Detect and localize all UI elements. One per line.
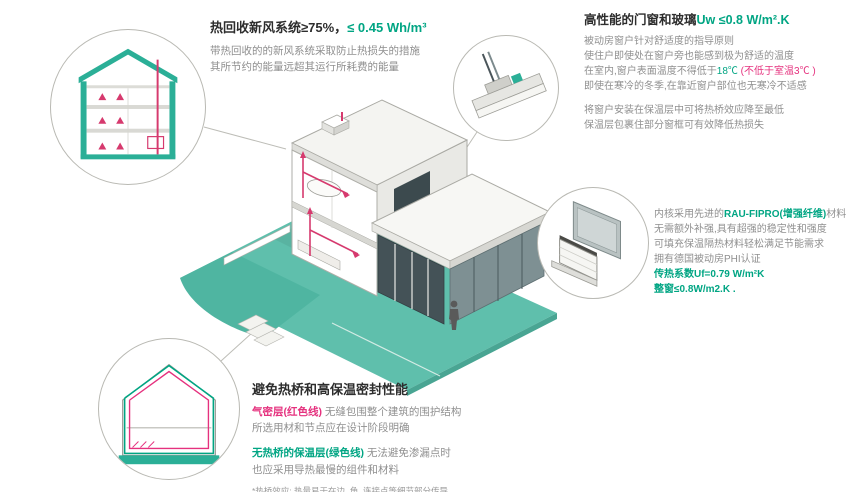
thermal-bridge-callout (98, 338, 240, 480)
house-isometric-illustration (180, 99, 557, 396)
heat-recovery-line2: 其所节约的能量远超其运行所耗费的能量 (210, 61, 399, 74)
frame-profile-line1-b: 材料 (826, 209, 847, 220)
insulation-layer-label: 无热桥的保温层(绿色线) (252, 447, 364, 460)
windows-text-block: 高性能的门窗和玻璃Uw ≤0.8 W/m².K 被动房窗户针对舒适度的指导原则 … (584, 12, 862, 133)
frame-profile-line1: 内核采用先进的RAU-FIPRO(增强纤维)材料 (654, 207, 865, 222)
frame-profile-callout (537, 187, 649, 299)
heat-recovery-illustration (78, 48, 178, 160)
glazed-block (370, 173, 552, 325)
windows-line4: 即使在寒冷的冬季,在靠近窗户部位也无寒冷不适感 (584, 81, 807, 93)
thermal-footnote: *热桥效应: 热量易于在边, 角, 连接点等细节部分传导 (252, 485, 448, 492)
person-figure (449, 300, 459, 330)
garden-steps (237, 314, 285, 347)
airflow-arrows (98, 93, 125, 150)
airtight-layer-label: 气密层(红色线) (252, 405, 322, 418)
kitchen-counter (297, 239, 341, 271)
windows-title-black: 高性能的门窗和玻璃 (584, 13, 697, 27)
thermal-p2-line2: 也应采用导热最慢的组件和材料 (252, 463, 399, 476)
frame-profile-line1-a: 内核采用先进的 (654, 209, 724, 220)
windows-line1: 被动房窗户针对舒适度的指导原则 (584, 36, 734, 48)
window-corner-callout (453, 35, 559, 141)
thermal-p2-line1: 无热桥的保温层(绿色线) 无法避免渗漏点时 (252, 445, 592, 461)
windows-title: 高性能的门窗和玻璃Uw ≤0.8 W/m².K (584, 12, 862, 28)
heat-recovery-title-black: 热回收新风系统≥75%， (210, 20, 348, 35)
heat-recovery-title-green: ≤ 0.45 Wh/m³ (347, 20, 427, 35)
thermal-bridge-text-block: 避免热桥和高保温密封性能 气密层(红色线) 无缝包围整个建筑的围护结构 所选用材… (252, 382, 592, 492)
thermal-p1-line2: 所选用材和节点应在设计阶段明确 (252, 422, 410, 435)
frame-profile-uvalue2: 整窗≤0.8W/m2.K . (654, 284, 736, 295)
windows-line3-gray: 在室内,窗户表面温度不得低于 (584, 66, 717, 78)
bathtub (306, 179, 342, 197)
heat-recovery-text-block: 热回收新风系统≥75%，≤ 0.45 Wh/m³ 带热回收的的新风系统采取防止热… (210, 20, 555, 75)
upper-window (394, 171, 430, 218)
thermal-bridge-body: 气密层(红色线) 无缝包围整个建筑的围护结构 所选用材和节点应在设计阶段明确 无… (252, 404, 592, 492)
frame-profile-line2: 无需额外补强,具有超强的稳定性和强度 (654, 224, 827, 235)
frame-profile-line3: 可填充保温隔热材料轻松满足节能需求 (654, 239, 824, 250)
thermal-p1-line1: 气密层(红色线) 无缝包围整个建筑的围护结构 (252, 404, 592, 420)
windows-line5: 将窗户安装在保温层中可将热桥效应降至最低 (584, 105, 784, 117)
heat-recovery-title: 热回收新风系统≥75%，≤ 0.45 Wh/m³ (210, 20, 555, 37)
windows-line6: 保温层包裹住部分窗框可有效降低热损失 (584, 120, 764, 132)
frame-profile-text-block: 内核采用先进的RAU-FIPRO(增强纤维)材料 无需额外补强,具有超强的稳定性… (654, 207, 865, 297)
frame-profile-illustration (551, 201, 621, 287)
heat-recovery-line1: 带热回收的的新风系统采取防止热损失的措施 (210, 44, 420, 57)
windows-line2: 使住户即使处在窗户旁也能感到极为舒适的温度 (584, 51, 794, 63)
heat-recovery-body: 带热回收的的新风系统采取防止热损失的措施 其所节约的能量远超其运行所耗费的能量 (210, 43, 555, 76)
window-corner-illustration (471, 51, 547, 119)
thermal-p2-text: 无法避免渗漏点时 (364, 447, 451, 460)
heat-recovery-callout (50, 29, 206, 185)
windows-line3-green: 18℃ (716, 66, 738, 78)
cutaway-interior (291, 149, 378, 297)
frame-profile-body: 内核采用先进的RAU-FIPRO(增强纤维)材料 无需额外补强,具有超强的稳定性… (654, 207, 865, 297)
garden-area (180, 252, 320, 338)
thermal-bridge-illustration (118, 363, 220, 465)
windows-line3-pink: (不低于室温3℃ ) (737, 66, 816, 78)
windows-line3: 在室内,窗户表面温度不得低于18℃ (不低于室温3℃ ) (584, 64, 862, 79)
thermal-p1-text: 无缝包围整个建筑的围护结构 (322, 405, 462, 418)
frame-profile-uvalue1: 传热系数Uf=0.79 W/m²K (654, 269, 765, 280)
frame-profile-line4: 拥有德国被动房PHI认证 (654, 254, 761, 265)
windows-title-green: Uw ≤0.8 W/m².K (696, 13, 790, 27)
ventilation-ducts (302, 158, 359, 256)
windows-body: 被动房窗户针对舒适度的指导原则 使住户即使处在窗户旁也能感到极为舒适的温度 在室… (584, 34, 862, 133)
frame-profile-brand: RAU-FIPRO(增强纤维) (724, 209, 827, 220)
thermal-bridge-title: 避免热桥和高保温密封性能 (252, 382, 409, 397)
base-platform (180, 206, 557, 390)
roof-vent (321, 112, 350, 136)
